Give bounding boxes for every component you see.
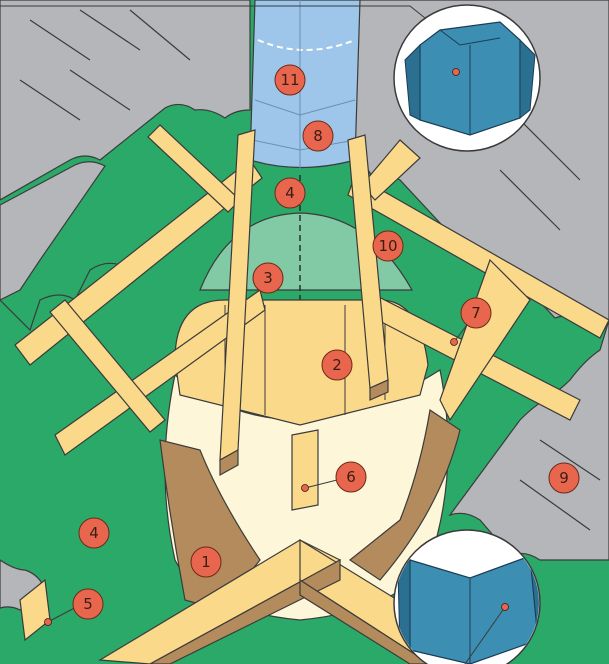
callout-number: 1	[201, 553, 211, 571]
callout-number: 11	[280, 71, 299, 89]
callout-circle	[252, 262, 284, 294]
callout-circle	[274, 177, 306, 209]
callout-circle	[548, 462, 580, 494]
callout-circle	[190, 546, 222, 578]
marker-dots	[44, 68, 509, 626]
callout-number: 9	[559, 469, 569, 487]
ridge-beam-ends	[149, 379, 432, 664]
callout-number: 2	[332, 356, 342, 374]
callout-circle	[335, 461, 367, 493]
callout-10-marker: 10	[372, 230, 404, 262]
callout-circle	[302, 120, 334, 152]
callout-number: 7	[471, 304, 481, 322]
sheathing-board-right	[348, 408, 461, 581]
bottom-right-detail-inset	[393, 529, 541, 664]
callout-9-marker: 9	[548, 462, 580, 494]
callout-4-marker: 4	[78, 517, 110, 549]
callout-2-marker: 2	[321, 349, 353, 381]
chimney	[249, 0, 361, 170]
callout-3-marker: 3	[252, 262, 284, 294]
callout-8-marker: 8	[302, 120, 334, 152]
callout-5-marker: 5	[72, 588, 104, 620]
callout-1-marker: 1	[190, 546, 222, 578]
callout-4-marker: 4	[274, 177, 306, 209]
collar-flashing-piece	[404, 21, 536, 136]
callout-number: 8	[313, 127, 323, 145]
callout-circle	[372, 230, 404, 262]
callout-number: 6	[346, 468, 356, 486]
callout-7-marker: 7	[460, 297, 492, 329]
callout-number: 3	[263, 269, 273, 287]
callout-number: 4	[285, 184, 295, 202]
callout-circle	[78, 517, 110, 549]
callout-circle	[460, 297, 492, 329]
rafters	[14, 124, 609, 664]
number-markers: 1 2 3 4 4 5 6 7 8 9 10 11	[72, 64, 580, 620]
callout-circle	[321, 349, 353, 381]
roof-tiles-top-left	[0, 0, 251, 332]
callout-circle	[72, 588, 104, 620]
callout-number: 4	[89, 524, 99, 542]
callout-11-marker: 11	[274, 64, 306, 96]
callout-number: 5	[83, 595, 93, 613]
top-right-detail-inset	[0, 4, 541, 152]
callout-circle	[274, 64, 306, 96]
callout-number: 10	[378, 237, 397, 255]
callout-6-marker: 6	[335, 461, 367, 493]
